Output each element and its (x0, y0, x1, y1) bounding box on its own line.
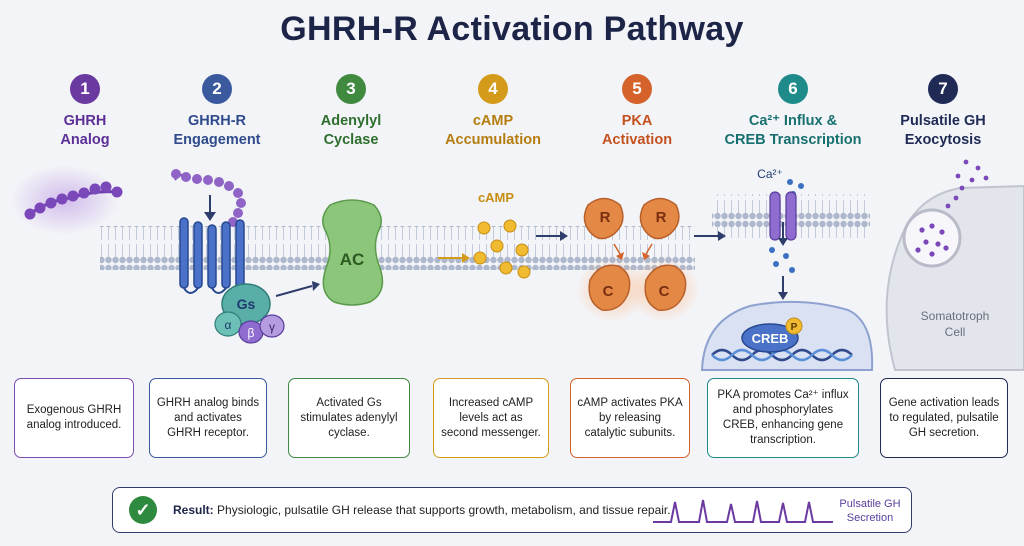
step-6-number: 6 (778, 74, 808, 104)
pulsatile-label: Pulsatile GH Secretion (839, 498, 901, 524)
cell-label: Cell (945, 325, 966, 339)
c-subunit-right: C (659, 283, 670, 300)
page-title: GHRH-R Activation Pathway (280, 10, 744, 48)
ca-ions (769, 179, 804, 273)
step-6-header: 6 Ca²⁺ Influx &CREB Transcription (718, 74, 868, 150)
step-5-number: 5 (622, 74, 652, 104)
step-7-description: Gene activation leads to regulated, puls… (880, 378, 1008, 458)
arrow-gs-to-ac (275, 285, 313, 297)
step-6-description: PKA promotes Ca²⁺ influx and phosphoryla… (707, 378, 859, 458)
step-1-description: Exogenous GHRH analog introduced. (14, 378, 134, 458)
pka-complex: R R C C (576, 197, 700, 322)
creb-label: CREB (752, 331, 789, 346)
ac-label: AC (340, 250, 365, 269)
checkmark-icon: ✓ (129, 496, 157, 524)
step-2-number: 2 (202, 74, 232, 104)
step-1-number: 1 (70, 74, 100, 104)
result-description: Physiologic, pulsatile GH release that s… (217, 503, 671, 517)
result-text: Result: Physiologic, pulsatile GH releas… (173, 503, 671, 517)
gamma-label: γ (269, 320, 275, 334)
somatotroph-label: Somatotroph (921, 309, 990, 323)
camp-molecules (473, 219, 531, 279)
r-subunit-left: R (600, 209, 611, 226)
c-subunit-left: C (603, 283, 614, 300)
somatotroph-cell: Somatotroph Cell (885, 159, 1024, 371)
camp-label: cAMP (478, 190, 514, 205)
step-6-title: Ca²⁺ Influx &CREB Transcription (724, 113, 862, 148)
step-3-number: 3 (336, 74, 366, 104)
beta-label: β (248, 326, 255, 340)
step-4-number: 4 (478, 74, 508, 104)
gs-label: Gs (237, 296, 256, 312)
calcium-channel (769, 191, 797, 241)
creb-protein: CREB P (741, 317, 803, 353)
step-3-description: Activated Gs stimulates adenylyl cyclase… (288, 378, 410, 458)
pulse-waveform-icon (653, 499, 833, 523)
r-subunit-right: R (656, 209, 667, 226)
step-5-description: cAMP activates PKA by releasing catalyti… (570, 378, 690, 458)
result-label: Result: (173, 503, 214, 517)
step-2-description: GHRH analog binds and activates GHRH rec… (149, 378, 267, 458)
ghrh-analog-peptide (10, 165, 123, 235)
pathway-illustration: Gs α β γ AC cAMP R R C C (10, 159, 1024, 371)
ca-label: Ca²⁺ (757, 167, 783, 181)
phosphate-label: P (791, 322, 798, 333)
result-banner: ✓ Result: Physiologic, pulsatile GH rele… (112, 487, 912, 533)
adenylyl-cyclase: AC (322, 199, 384, 306)
alpha-label: α (225, 318, 232, 332)
ghrh-receptor (171, 169, 246, 294)
g-protein: Gs α β γ (214, 283, 285, 344)
step-7-number: 7 (928, 74, 958, 104)
step-4-description: Increased cAMP levels act as second mess… (433, 378, 549, 458)
